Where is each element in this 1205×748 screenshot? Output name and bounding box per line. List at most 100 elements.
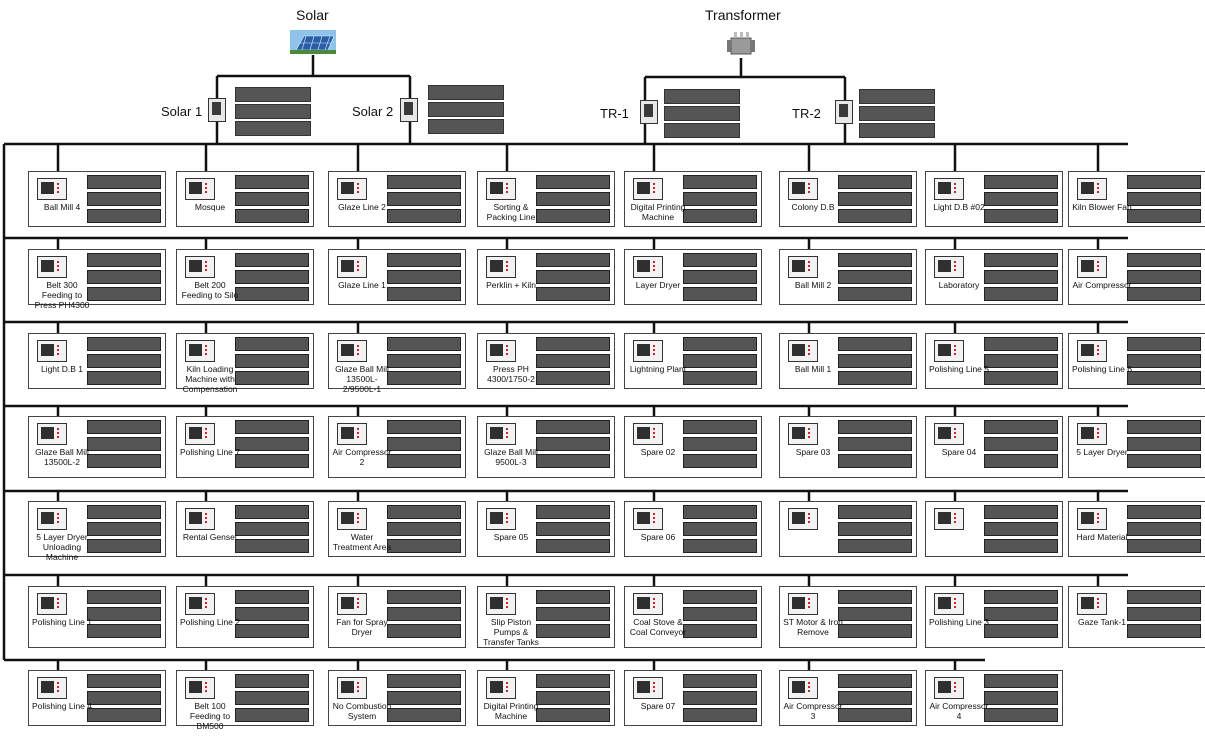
feeder-label: 5 Layer Dryer Unloading Machine <box>36 532 88 562</box>
feeder-card: Gaze Tank-1 <box>1068 586 1205 648</box>
panel-label-tr-1: TR-1 <box>600 106 629 121</box>
reading-bars <box>984 590 1058 641</box>
reading-bars <box>838 420 912 471</box>
reading-bars <box>838 253 912 304</box>
reading-bars <box>984 420 1058 471</box>
meter-icon <box>788 593 818 615</box>
feeder-label: Polishing Line 2 <box>179 617 240 627</box>
feeder-card: Slip Piston Pumps & Transfer Tanks <box>477 586 615 648</box>
reading-bars <box>387 253 461 304</box>
feeder-label: Slip Piston Pumps & Transfer Tanks <box>483 617 539 647</box>
feeder-label: Air Compressor 3 <box>783 701 843 721</box>
reading-bars <box>235 590 309 641</box>
reading-bars <box>683 590 757 641</box>
feeder-card: Light D.B 1 <box>28 333 166 389</box>
feeder-label: Spare 03 <box>795 447 831 457</box>
meter-icon <box>37 256 67 278</box>
meter-icon <box>337 340 367 362</box>
feeder-label: Polishing Line 5 <box>928 364 989 374</box>
feeder-label: Polishing Line 7 <box>179 447 240 457</box>
meter-icon <box>1077 593 1107 615</box>
reading-bars <box>536 590 610 641</box>
reading-bars <box>536 420 610 471</box>
reading-bars <box>984 505 1058 556</box>
panel-label-solar-1: Solar 1 <box>161 104 203 119</box>
reading-bars <box>838 674 912 725</box>
feeder-label: Belt 200 Feeding to Silo <box>181 280 239 300</box>
feeder-label: Colony D.B <box>791 202 835 212</box>
feeder-card: Ball Mill 2 <box>779 249 917 305</box>
meter-icon <box>788 256 818 278</box>
meter-icon <box>486 677 516 699</box>
reading-bars <box>387 505 461 556</box>
meter-icon <box>633 340 663 362</box>
feeder-card: Colony D.B <box>779 171 917 227</box>
feeder-card: Ball Mill 4 <box>28 171 166 227</box>
reading-bars <box>536 337 610 388</box>
meter-icon <box>486 593 516 615</box>
feeder-card: Polishing Line 7 <box>176 416 314 478</box>
feeder-card: No Combustion System <box>328 670 466 726</box>
reading-bars <box>664 89 740 140</box>
feeder-card: Digital Printing Machine <box>624 171 762 227</box>
feeder-label: Fan for Spray Dryer <box>336 617 388 637</box>
feeder-label: Belt 300 Feeding to Press PH4300 <box>34 280 90 310</box>
feeder-label: Rental Genset <box>182 532 238 542</box>
transformer-icon <box>725 30 757 58</box>
meter-icon <box>788 677 818 699</box>
meter-icon <box>934 340 964 362</box>
feeder-label: Ball Mill 4 <box>43 202 81 212</box>
reading-bars <box>87 590 161 641</box>
meter-icon <box>185 178 215 200</box>
feeder-card <box>779 501 917 557</box>
meter-icon <box>640 100 658 124</box>
reading-bars <box>683 337 757 388</box>
feeder-card: Kiln Blower Fan <box>1068 171 1205 227</box>
feeder-label: Polishing Line 6 <box>1071 364 1132 374</box>
reading-bars <box>235 420 309 471</box>
reading-bars <box>984 674 1058 725</box>
reading-bars <box>87 505 161 556</box>
feeder-label: Coal Stove & Coal Conveyor <box>629 617 687 637</box>
reading-bars <box>1127 420 1201 471</box>
feeder-label: ST Motor & Iron Remove <box>783 617 843 637</box>
feeder-label: Spare 05 <box>493 532 529 542</box>
feeder-label: Light D.B 1 <box>40 364 84 374</box>
feeder-card: Glaze Ball Mill 13500L-2/9500L-1 <box>328 333 466 394</box>
feeder-card: Sorting & Packing Line <box>477 171 615 227</box>
meter-icon <box>633 178 663 200</box>
meter-icon <box>37 593 67 615</box>
reading-bars <box>387 590 461 641</box>
meter-icon <box>633 593 663 615</box>
feeder-card: Coal Stove & Coal Conveyor <box>624 586 762 648</box>
meter-icon <box>185 423 215 445</box>
meter-icon <box>486 423 516 445</box>
reading-bars <box>1127 253 1201 304</box>
transformer-title: Transformer <box>705 7 781 23</box>
meter-icon <box>835 100 853 124</box>
feeder-label: Spare 04 <box>941 447 977 457</box>
reading-bars <box>683 420 757 471</box>
reading-bars <box>87 674 161 725</box>
feeder-card: Glaze Ball Mill 9500L-3 <box>477 416 615 478</box>
feeder-card: Digital Printing Machine <box>477 670 615 726</box>
reading-bars <box>1127 175 1201 226</box>
feeder-card: 5 Layer Dryer <box>1068 416 1205 478</box>
feeder-label: Spare 06 <box>640 532 676 542</box>
reading-bars <box>87 337 161 388</box>
reading-bars <box>387 420 461 471</box>
feeder-card: Spare 06 <box>624 501 762 557</box>
feeder-card: Perklin + Kiln <box>477 249 615 305</box>
reading-bars <box>235 87 311 138</box>
feeder-label: 5 Layer Dryer <box>1076 447 1128 457</box>
reading-bars <box>87 420 161 471</box>
meter-icon <box>337 178 367 200</box>
feeder-card: Air Compressor 2 <box>328 416 466 478</box>
feeder-label: Perklin + Kiln <box>486 280 536 290</box>
reading-bars <box>984 253 1058 304</box>
feeder-label: Air Compressor <box>1072 280 1132 290</box>
meter-icon <box>934 256 964 278</box>
reading-bars <box>683 505 757 556</box>
reading-bars <box>683 175 757 226</box>
